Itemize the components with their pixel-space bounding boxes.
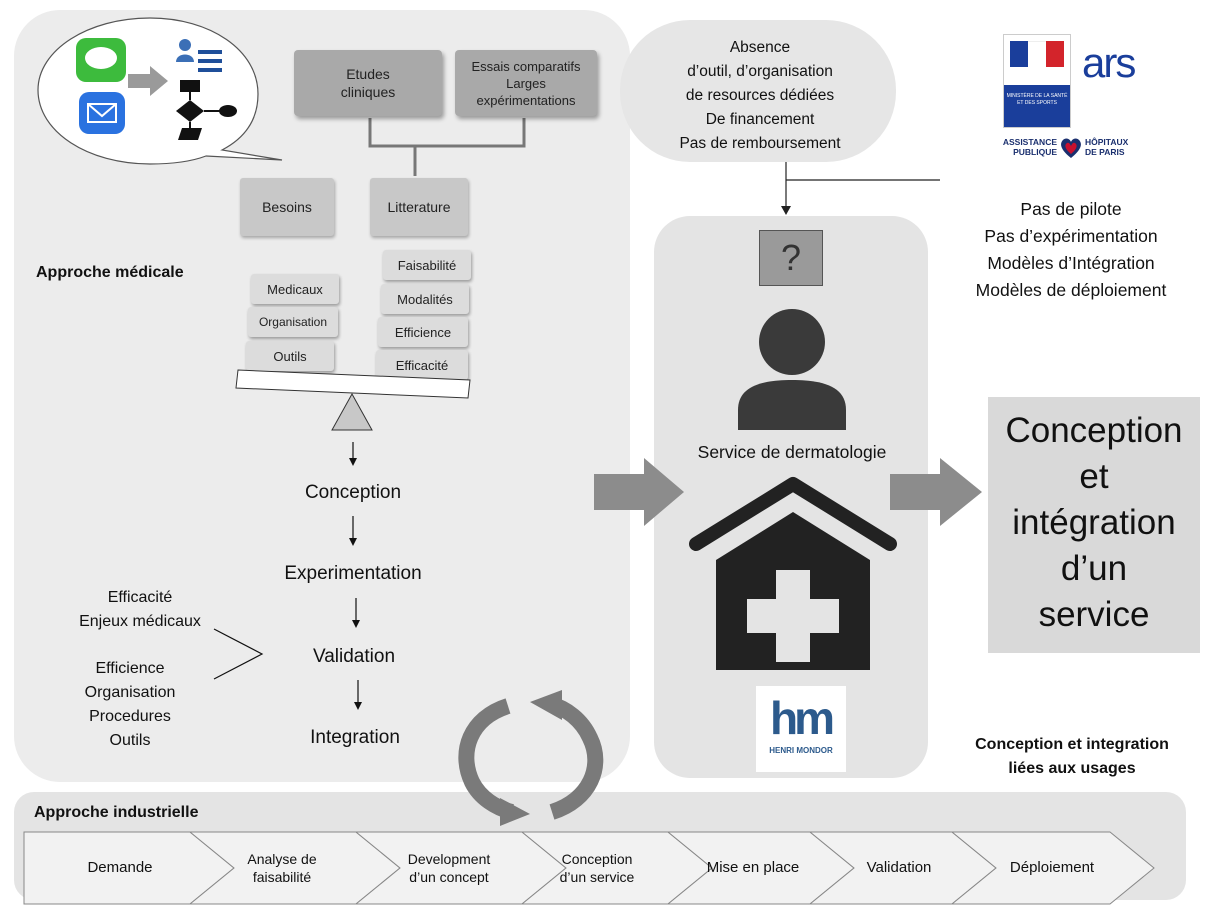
ministry-logo: MINISTÈRE DE LA SANTÉ ET DES SPORTS (1003, 34, 1071, 128)
pilot-text: Pas de pilote Pas d’expérimentation Modè… (975, 199, 1167, 300)
user-icon (738, 309, 846, 430)
industrial-approach-title: Approche industrielle (34, 804, 199, 821)
besoins-box: Besoins (240, 178, 334, 236)
usage-caption: Conception et integration liées aux usag… (975, 736, 1169, 777)
balance-scale (235, 369, 471, 431)
chevron-mise-en-place: Mise en place (706, 859, 800, 876)
chevron-demande: Demande (87, 859, 153, 876)
step-experimentation: Experimentation (284, 563, 422, 584)
flowchart-icon (176, 80, 237, 140)
hm-monogram: hm (770, 692, 835, 744)
chevron-validation: Validation (866, 859, 932, 876)
chip-faisabilite: Faisabilité (383, 250, 471, 280)
etudes-cliniques-box: Etudes cliniques (294, 50, 442, 116)
essais-comparatifs-box: Essais comparatifs Larges expérimentatio… (455, 50, 597, 116)
mail-icon (79, 92, 125, 134)
question-box: ? (759, 230, 823, 286)
grey-arrow-icon (128, 66, 168, 96)
hospital-icon (689, 477, 897, 670)
step-integration: Integration (310, 727, 400, 748)
user-list-icon (176, 39, 222, 72)
chip-efficience: Efficience (378, 317, 468, 347)
chip-modalites: Modalités (381, 284, 469, 314)
chip-organisation: Organisation (248, 307, 338, 337)
medical-approach-title: Approche médicale (36, 264, 184, 281)
chevron-deploiement: Déploiement (1009, 859, 1095, 876)
result-box (988, 397, 1200, 653)
step-conception: Conception (304, 482, 402, 503)
ars-logo: ars (1082, 39, 1136, 86)
chevron-conception: Conception d’un service (559, 851, 635, 885)
henri-mondor-logo: hm HENRI MONDOR (756, 686, 846, 772)
step-validation: Validation (312, 646, 396, 667)
absence-bubble (620, 20, 896, 162)
efficacite-enjeux-text: Efficacité Enjeux médicaux (79, 589, 201, 630)
aphp-logo: ASSISTANCE PUBLIQUE HÔPITAUX DE PARIS (999, 136, 1139, 164)
service-label: Service de dermatologie (697, 442, 887, 462)
absence-text: Absence d’outil, d’organisation de resou… (679, 39, 841, 152)
litterature-box: Litterature (370, 178, 468, 236)
efficience-organisation-text: Efficience Organisation Procedures Outil… (84, 660, 176, 749)
chevron-development: Development d’un concept (407, 851, 491, 885)
messages-icon (76, 38, 126, 82)
ars-logo-text: ars (1082, 39, 1136, 86)
chip-outils: Outils (246, 341, 334, 371)
result-text: Conception et intégration d’un service (1005, 411, 1183, 634)
chip-efficacite: Efficacité (376, 350, 468, 380)
chevron-analyse: Analyse de faisabilité (247, 851, 317, 885)
aphp-heart-icon (1061, 138, 1081, 158)
chip-medicaux: Medicaux (251, 274, 339, 304)
